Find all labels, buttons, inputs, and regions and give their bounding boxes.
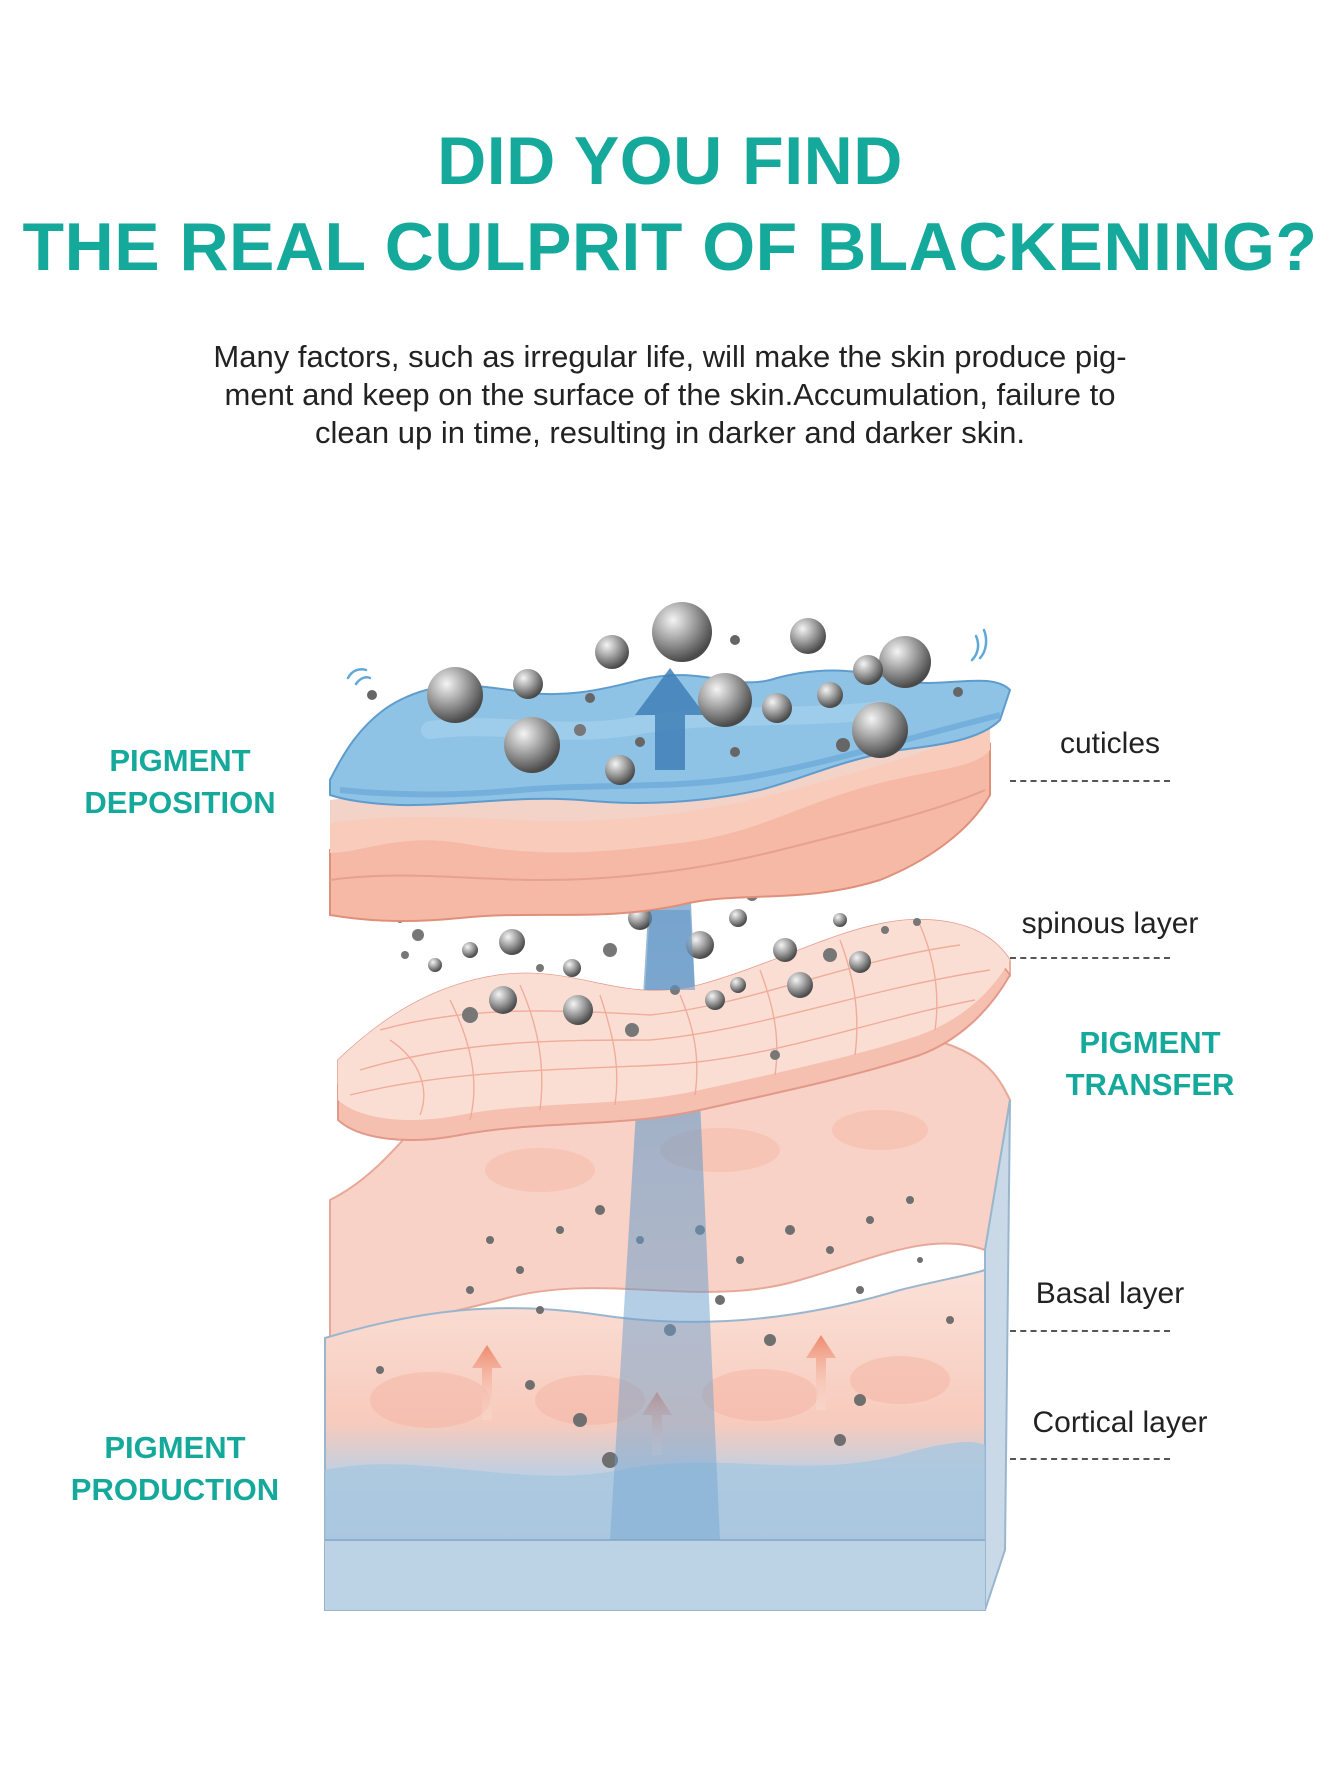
title-line-2: THE REAL CULPRIT OF BLACKENING? <box>22 209 1318 285</box>
stage-label-production: PIGMENT PRODUCTION <box>50 1427 300 1511</box>
divider-spinous <box>1010 957 1170 959</box>
layer-label-basal: Basal layer <box>1035 1277 1185 1310</box>
page-title: DID YOU FIND THE REAL CULPRIT OF BLACKEN… <box>0 118 1340 290</box>
stage-transfer-line-1: PIGMENT <box>1079 1025 1221 1060</box>
deposition-particles <box>367 602 963 785</box>
stage-deposition-line-1: PIGMENT <box>109 743 251 778</box>
stage-production-line-2: PRODUCTION <box>70 1472 280 1507</box>
description-line-2: ment and keep on the surface of the skin… <box>224 377 1116 412</box>
stage-transfer-line-2: TRANSFER <box>1065 1067 1235 1102</box>
stage-label-deposition: PIGMENT DEPOSITION <box>60 740 300 824</box>
title-line-1: DID YOU FIND <box>437 123 903 199</box>
stage-production-line-1: PIGMENT <box>104 1430 246 1465</box>
layer-label-cortical: Cortical layer <box>1032 1406 1208 1439</box>
divider-cuticles <box>1010 780 1170 782</box>
cuticle-slab <box>329 668 1012 922</box>
description-line-3: clean up in time, resulting in darker an… <box>315 415 1025 450</box>
divider-cortical <box>1010 1458 1170 1460</box>
stage-deposition-line-2: DEPOSITION <box>84 785 276 820</box>
stage-label-transfer: PIGMENT TRANSFER <box>1030 1022 1270 1106</box>
layer-label-cuticles: cuticles <box>1059 727 1161 760</box>
description-line-1: Many factors, such as irregular life, wi… <box>213 339 1127 374</box>
description: Many factors, such as irregular life, wi… <box>120 338 1220 452</box>
up-arrow-icon <box>635 668 705 770</box>
layer-label-spinous: spinous layer <box>1021 907 1199 940</box>
motion-marks <box>346 628 988 686</box>
divider-basal <box>1010 1330 1170 1332</box>
spinous-sheet <box>337 918 1012 1141</box>
